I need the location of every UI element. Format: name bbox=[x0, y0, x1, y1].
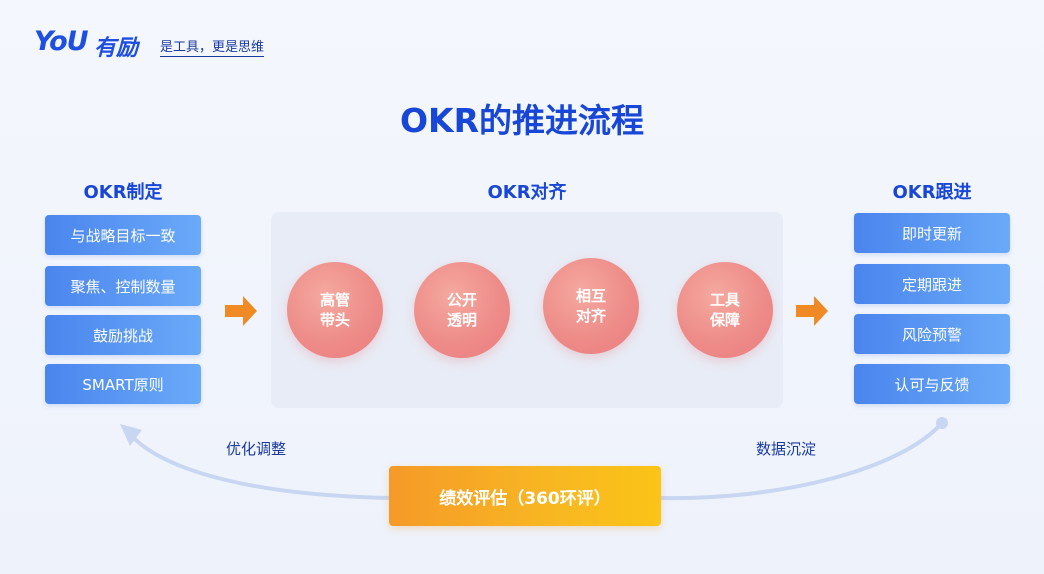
loop-label-left: 优化调整 bbox=[226, 440, 287, 458]
formulate-item: 鼓励挑战 bbox=[45, 315, 201, 355]
formulate-item: 聚焦、控制数量 bbox=[45, 266, 201, 306]
section-title-follow: OKR跟进 bbox=[892, 182, 972, 203]
arrow-align-to-follow bbox=[796, 296, 828, 326]
brand-name: 有励 bbox=[94, 36, 139, 61]
brand-wordmark: YoU bbox=[34, 26, 89, 57]
section-title-formulate: OKR制定 bbox=[83, 182, 163, 203]
follow-item: 即时更新 bbox=[854, 213, 1010, 253]
follow-item: 定期跟进 bbox=[854, 264, 1010, 304]
formulate-item: SMART原则 bbox=[45, 364, 201, 404]
align-item: 高管带头 bbox=[287, 262, 383, 358]
align-item: 工具保障 bbox=[677, 262, 773, 358]
arrow-formulate-to-align bbox=[225, 296, 257, 326]
page-title: OKR的推进流程 bbox=[399, 101, 645, 140]
loop-start-dot bbox=[936, 417, 948, 429]
loop-arrowhead bbox=[120, 424, 142, 446]
feedback-loop-curve bbox=[126, 421, 944, 501]
align-item: 相互对齐 bbox=[543, 258, 639, 354]
formulate-item: 与战略目标一致 bbox=[45, 215, 201, 255]
follow-item: 风险预警 bbox=[854, 314, 1010, 354]
loop-label-right: 数据沉淀 bbox=[756, 440, 817, 458]
evaluation-box: 绩效评估（360环评） bbox=[389, 466, 661, 526]
follow-item: 认可与反馈 bbox=[854, 364, 1010, 404]
align-item: 公开透明 bbox=[414, 262, 510, 358]
section-title-align: OKR对齐 bbox=[487, 182, 567, 203]
brand-slogan: 是工具，更是思维 bbox=[160, 36, 265, 57]
